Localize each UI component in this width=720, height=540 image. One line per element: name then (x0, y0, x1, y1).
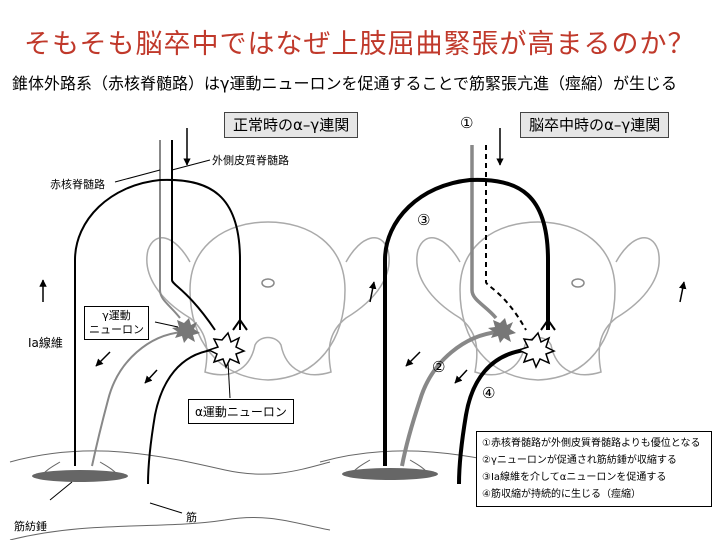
right-alpha-neuron-star (517, 331, 556, 369)
right-spindle-fibers (349, 459, 431, 477)
left-leader-spindle (49, 481, 73, 501)
right-rubrospinal-path (470, 145, 498, 320)
left-arrow-gamma-down (95, 351, 111, 367)
left-synapse-fork (232, 318, 248, 331)
left-rubrospinal-path (159, 140, 181, 319)
label-corticospinal: 外側皮質脊髄路 (212, 154, 289, 167)
label-alpha-neuron: α運動ニューロン (188, 399, 294, 424)
right-arrow-right-up (678, 281, 687, 303)
marker-2: ② (432, 358, 446, 376)
label-muscle: 筋 (186, 511, 197, 524)
label-rubrospinal: 赤核脊髄路 (50, 178, 105, 191)
marker-4: ④ (482, 384, 496, 402)
left-leader-corticospinal (171, 159, 211, 171)
left-muscle-spindle (32, 470, 128, 482)
left-ia-fiber (74, 178, 241, 466)
page-title: そもそも脳卒中ではなぜ上肢屈曲緊張が高まるのか？ (24, 29, 696, 60)
left-muscle-outline (9, 450, 331, 540)
left-panel-diagram (9, 128, 390, 540)
label-gamma-neuron: γ運動 ニューロン (84, 306, 149, 340)
left-panel-label: 正常時のα–γ連関 (224, 112, 359, 138)
right-gamma-neuron-star (488, 318, 516, 343)
right-panel-label: 脳卒中時のα–γ連関 (520, 112, 670, 138)
label-muscle-spindle: 筋紡錘 (14, 520, 47, 533)
right-synapse-fork (540, 318, 556, 331)
right-central-canal (571, 278, 585, 288)
marker-3: ③ (417, 211, 431, 229)
left-arrow-right-up (368, 281, 377, 303)
label-ia-fiber: Ia線維 (28, 336, 63, 350)
right-ia-fiber (383, 177, 550, 466)
legend-item-2: ②γニューロンが促通され筋紡錘が収縮する (482, 455, 677, 466)
left-gamma-efferent (91, 331, 183, 467)
right-gamma-efferent (400, 330, 499, 467)
left-alpha-neuron-star (207, 331, 246, 369)
right-spinal-cord-outline (459, 221, 616, 381)
left-central-canal (261, 278, 275, 288)
page-subtitle: 錐体外路系（赤核脊髄路）はγ運動ニューロンを促通することで筋緊張亢進（痙縮）が生… (12, 74, 677, 93)
left-arrow-alpha-down (144, 369, 158, 384)
right-alpha-efferent (457, 348, 526, 485)
left-spinal-cord-outline (189, 221, 346, 381)
legend-item-4: ④筋収縮が持続的に生じる（痙縮） (482, 489, 641, 500)
left-leader-alpha (227, 361, 231, 399)
marker-1: ① (460, 114, 474, 132)
left-gamma-neuron-star (172, 318, 200, 343)
left-leader-gamma (154, 321, 179, 328)
right-arrow-alpha-down (454, 369, 468, 384)
legend-item-1: ①赤核脊髄路が外側皮質脊髄路よりも優位となる (482, 438, 701, 449)
right-arrow-gamma-down (405, 351, 421, 367)
left-spindle-fibers (39, 461, 121, 479)
legend-box: ①赤核脊髄路が外側皮質脊髄路よりも優位となる ②γニューロンが促通され筋紡錘が収… (476, 431, 712, 507)
right-corticospinal-path (485, 145, 527, 331)
left-leader-muscle (149, 502, 183, 514)
left-leader-rubrospinal (114, 169, 161, 183)
legend-item-3: ③Ia線維を介してαニューロンを促通する (482, 472, 667, 483)
left-gray-matter (146, 237, 390, 376)
left-corticospinal-path (171, 140, 216, 331)
left-alpha-efferent (147, 349, 213, 485)
right-muscle-spindle (342, 468, 438, 480)
